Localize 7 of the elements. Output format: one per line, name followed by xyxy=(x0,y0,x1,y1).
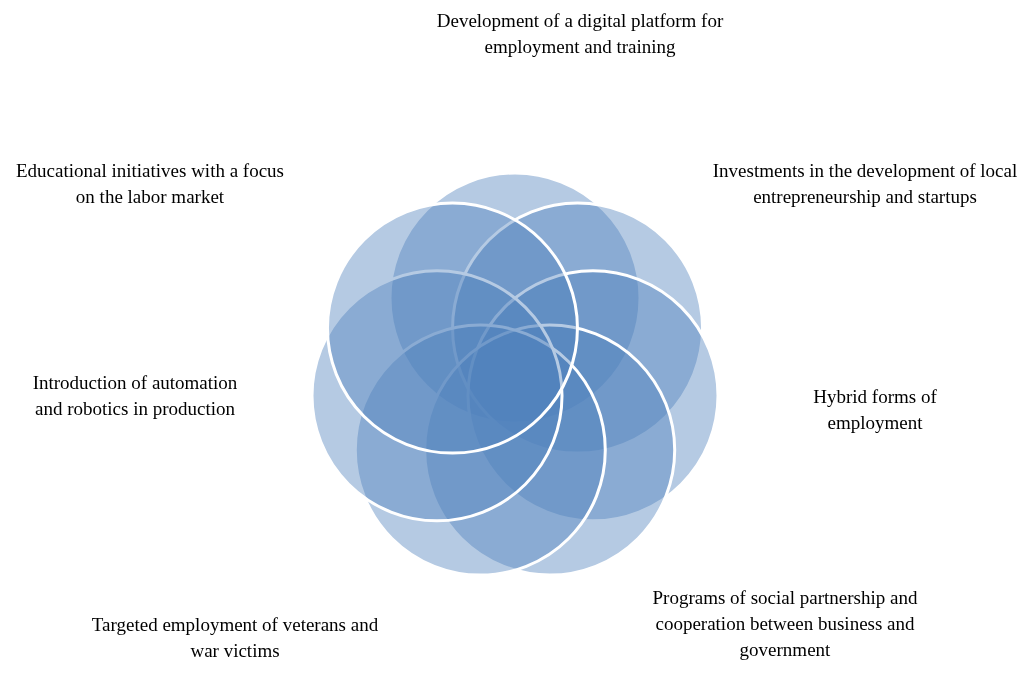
text-label: Investments in the development of local entrepreneurship and startups xyxy=(711,159,1019,209)
text-label: Educational initiatives with a focus on the labor market xyxy=(14,159,285,209)
text-label: Introduction of automation and robotics in production xyxy=(31,371,239,421)
text-label: Development of a digital platform for employment and training xyxy=(435,9,725,59)
text-label: Hybrid forms of employment xyxy=(812,385,938,435)
text-label: Programs of social partnership and cooperation between business and government xyxy=(651,586,919,662)
text-label: Targeted employment of veterans and war victims xyxy=(90,613,380,663)
